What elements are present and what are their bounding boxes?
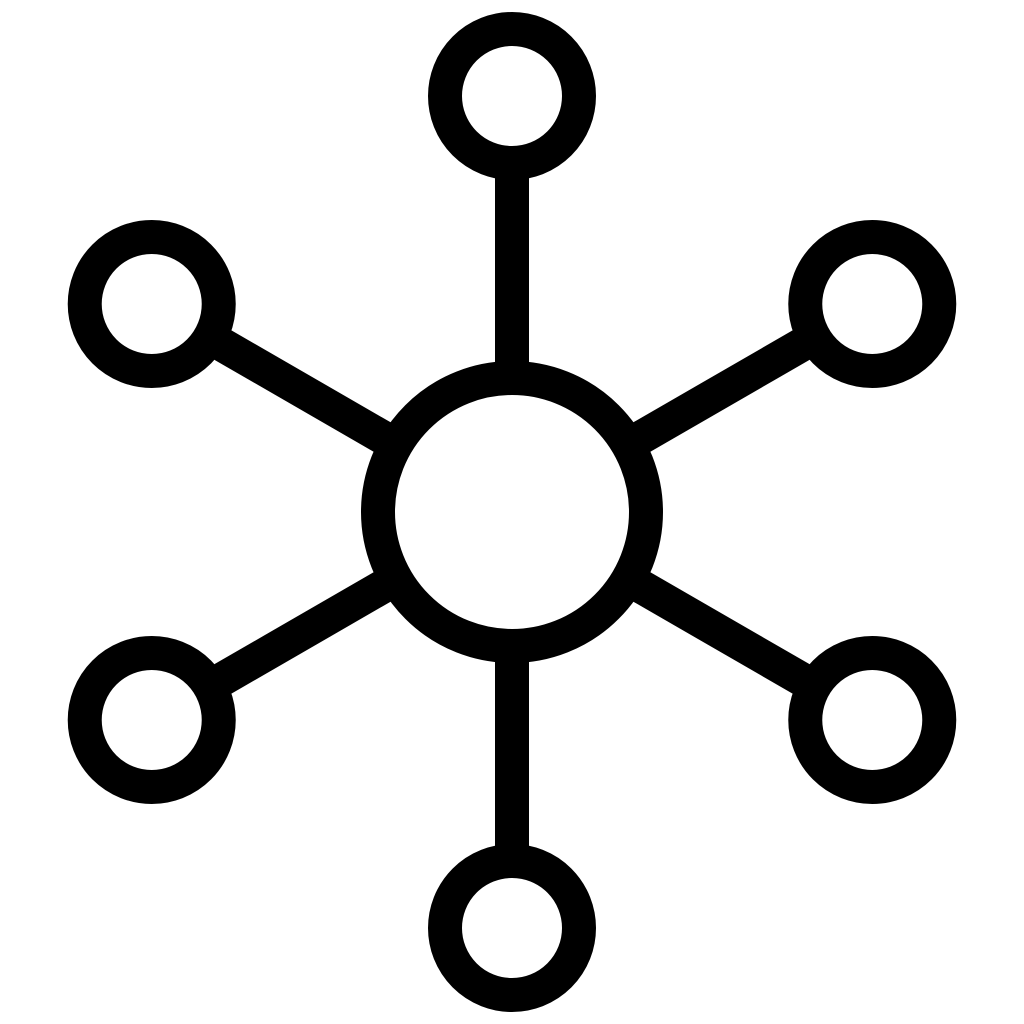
satellite-node-upper-left — [67, 220, 236, 388]
connector-lines — [214, 178, 810, 846]
satellite-node-lower-left — [67, 636, 236, 804]
hub-node — [361, 361, 663, 663]
connector-line-upper-right — [632, 330, 810, 453]
connector-line-lower-right — [632, 571, 810, 694]
connector-line-lower-left — [214, 571, 392, 694]
satellite-node-upper-right — [788, 220, 957, 388]
connector-line-upper-left — [214, 330, 392, 453]
satellite-node-lower-right — [788, 636, 957, 804]
satellite-nodes — [67, 12, 957, 1012]
satellite-node-top — [428, 12, 596, 180]
satellite-node-bottom — [428, 844, 596, 1012]
